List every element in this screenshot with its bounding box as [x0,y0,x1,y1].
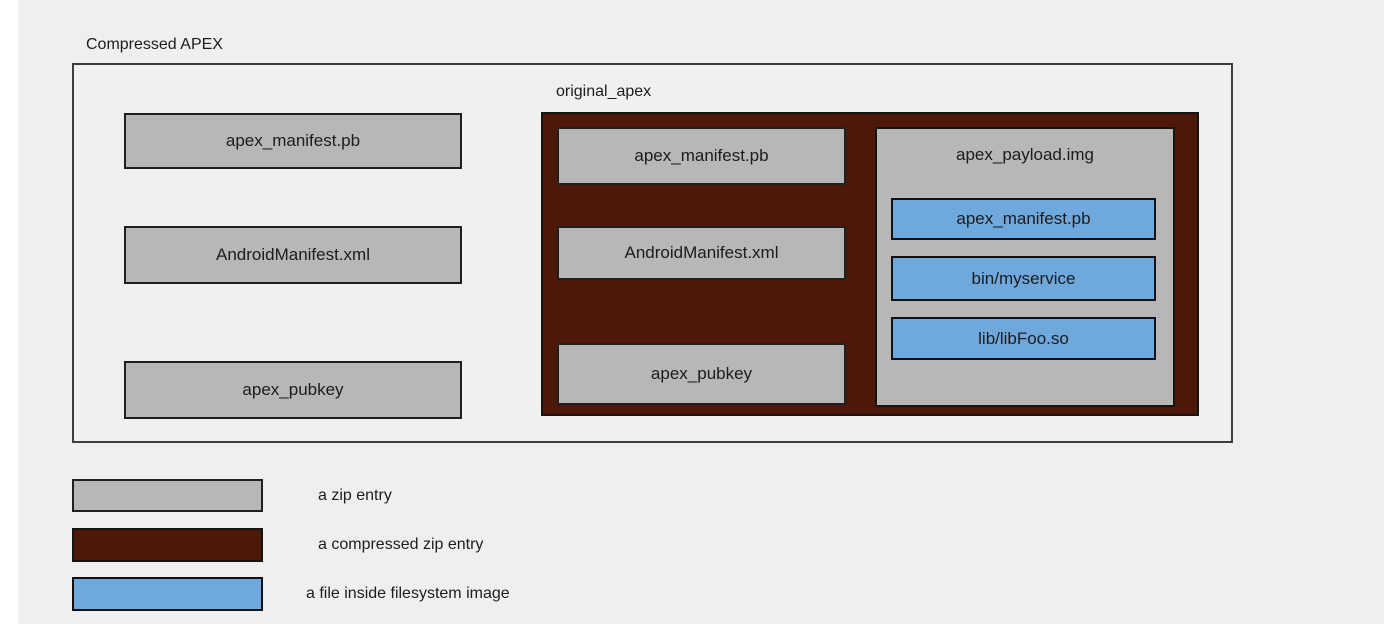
payload-file-lib-libfoo: lib/libFoo.so [891,317,1156,360]
original-apex-zip-entry-apex-manifest: apex_manifest.pb [557,127,846,185]
legend-label-compressed-zip-entry: a compressed zip entry [318,536,484,553]
original-apex-label: original_apex [556,83,652,100]
original-apex-zip-entry-apex-pubkey: apex_pubkey [557,343,846,405]
legend-label-zip-entry: a zip entry [318,486,392,504]
payload-file-bin-myservice: bin/myservice [891,256,1156,301]
compressed-apex-title: Compressed APEX [86,36,223,53]
page-margin-right [1384,0,1390,624]
original-apex-zip-entry-android-manifest: AndroidManifest.xml [557,226,846,280]
legend-label-filesystem-file: a file inside filesystem image [306,585,510,602]
legend-swatch-filesystem-file [72,577,263,611]
page-margin-left [0,0,18,624]
zip-entry-apex-manifest: apex_manifest.pb [124,113,462,169]
payload-file-apex-manifest: apex_manifest.pb [891,198,1156,240]
apex-payload-label: apex_payload.img [956,145,1094,164]
legend-swatch-zip-entry [72,479,263,512]
legend-swatch-compressed-zip-entry [72,528,263,562]
zip-entry-apex-pubkey: apex_pubkey [124,361,462,419]
zip-entry-android-manifest: AndroidManifest.xml [124,226,462,284]
